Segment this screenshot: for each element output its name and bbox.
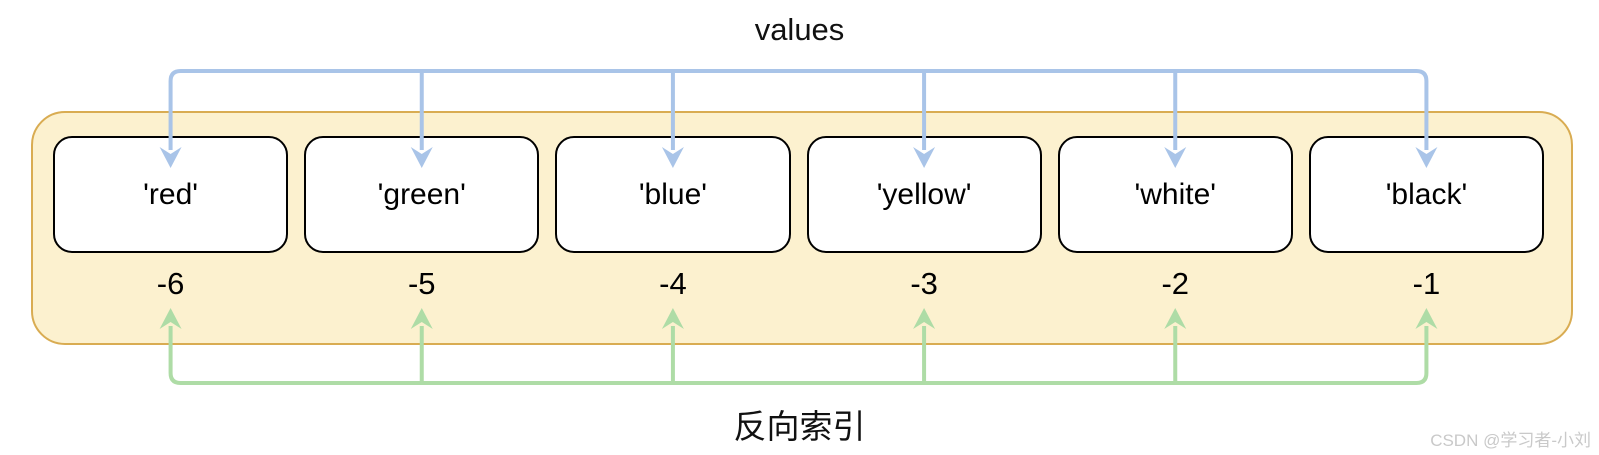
list-cell: 'green' -5 xyxy=(296,136,547,301)
value-text: 'green' xyxy=(377,177,466,211)
value-text: 'blue' xyxy=(638,177,708,211)
watermark-text: CSDN @学习者-小刘 xyxy=(1430,431,1591,450)
value-box: 'blue' xyxy=(555,136,791,253)
value-box: 'red' xyxy=(53,136,289,253)
list-cell: 'blue' -4 xyxy=(547,136,798,301)
value-box: 'white' xyxy=(1057,136,1293,253)
list-cell: 'white' -2 xyxy=(1050,136,1301,301)
index-label: -3 xyxy=(910,266,938,301)
index-label: -4 xyxy=(659,266,687,301)
index-label: -6 xyxy=(156,266,185,301)
value-text: 'black' xyxy=(1385,177,1468,211)
value-box: 'yellow' xyxy=(806,136,1042,253)
list-cell: 'black' -1 xyxy=(1301,136,1552,301)
value-box: 'green' xyxy=(304,136,540,253)
list-cell: 'yellow' -3 xyxy=(799,136,1050,301)
value-text: 'red' xyxy=(143,177,198,211)
values-title: values xyxy=(754,12,845,47)
list-cell: 'red' -6 xyxy=(45,136,296,301)
index-label: -5 xyxy=(407,266,436,301)
value-text: 'white' xyxy=(1134,177,1217,211)
value-text: 'yellow' xyxy=(876,177,972,211)
index-label: -2 xyxy=(1161,266,1190,301)
index-label: -1 xyxy=(1412,266,1441,301)
reverse-index-title: 反向索引 xyxy=(733,408,866,445)
value-box: 'black' xyxy=(1308,136,1545,253)
cells-row: 'red' -6 'green' -5 'blue' -4 'yellow' -… xyxy=(45,136,1552,301)
